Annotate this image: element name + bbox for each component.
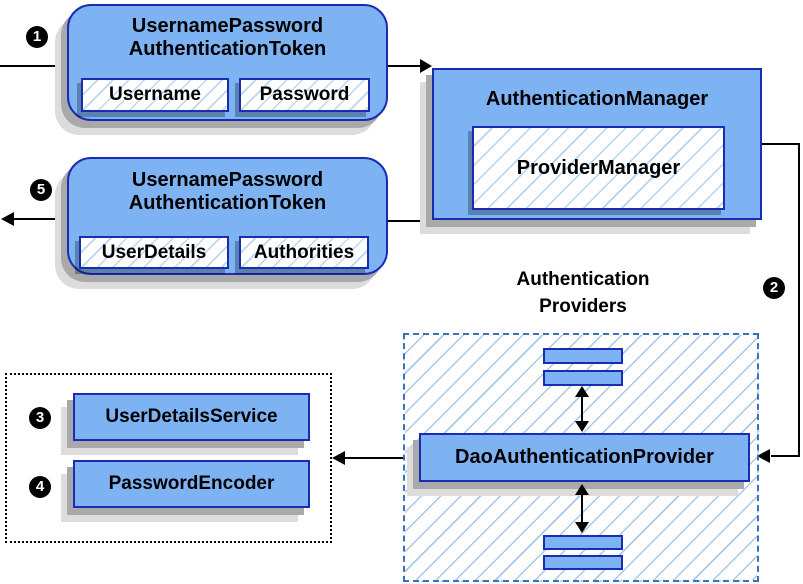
request-token-title: UsernamePassword AuthenticationToken [69,15,386,61]
provider-slot-bar [543,555,623,570]
bidirectional-arrow-bottom [581,493,583,524]
step-4-badge: 4 [29,476,51,498]
arrowhead-down-icon [575,522,589,533]
request-token-title-line1: UsernamePassword [131,15,324,37]
step-1-badge: 1 [26,26,48,48]
services-group-box [5,373,332,543]
arrowhead-up-icon [575,386,589,397]
password-field-box: Password [239,78,370,112]
userdetails-field-box: UserDetails [79,236,229,269]
bidirectional-arrow-top [581,395,583,424]
response-token-node: UsernamePassword AuthenticationToken Use… [67,157,388,275]
arrowhead-up-icon [575,484,589,495]
provider-manager-box: ProviderManager [472,126,725,210]
dao-authentication-provider-node: DaoAuthenticationProvider [419,433,750,482]
response-token-title-line2: AuthenticationToken [128,192,327,214]
request-token-node: UsernamePassword AuthenticationToken Use… [67,4,388,121]
arrowhead-right-icon [420,59,432,73]
request-token-title-line2: AuthenticationToken [128,38,327,60]
response-token-title-line1: UsernamePassword [131,169,324,191]
provider-slot-bar [543,535,623,550]
authentication-manager-title: AuthenticationManager [485,88,709,110]
flow-line-manager-to-response [388,220,434,222]
authentication-providers-label: Authentication Providers [463,266,703,320]
arrowhead-left-icon [1,212,14,226]
authentication-manager-node: AuthenticationManager ProviderManager [432,68,762,220]
response-token-title: UsernamePassword AuthenticationToken [69,169,386,215]
step-3-badge: 3 [29,407,51,429]
authentication-providers-label-line1: Authentication [516,269,650,290]
flow-line-response-out [13,218,68,220]
flow-line-manager-to-provider-seg2 [798,143,800,457]
provider-slot-bar [543,348,623,364]
flow-line-provider-to-services [345,457,419,459]
user-details-service-node: UserDetailsService [73,393,310,441]
arrowhead-down-icon [575,421,589,432]
password-encoder-node: PasswordEncoder [73,460,310,508]
flow-line-manager-to-provider-seg1 [762,143,800,145]
authorities-field-box: Authorities [239,236,369,269]
username-field-box: Username [81,78,229,112]
step-2-badge: 2 [763,277,785,299]
flow-line-manager-to-provider-seg3 [771,455,800,457]
arrowhead-left-icon [757,449,770,463]
flow-line-token-to-manager [388,65,421,67]
arrowhead-left-icon [332,451,345,465]
step-5-badge: 5 [30,179,52,201]
flow-line-request-in [0,65,70,67]
authentication-providers-label-line2: Providers [539,296,627,317]
provider-slot-bar [543,370,623,386]
